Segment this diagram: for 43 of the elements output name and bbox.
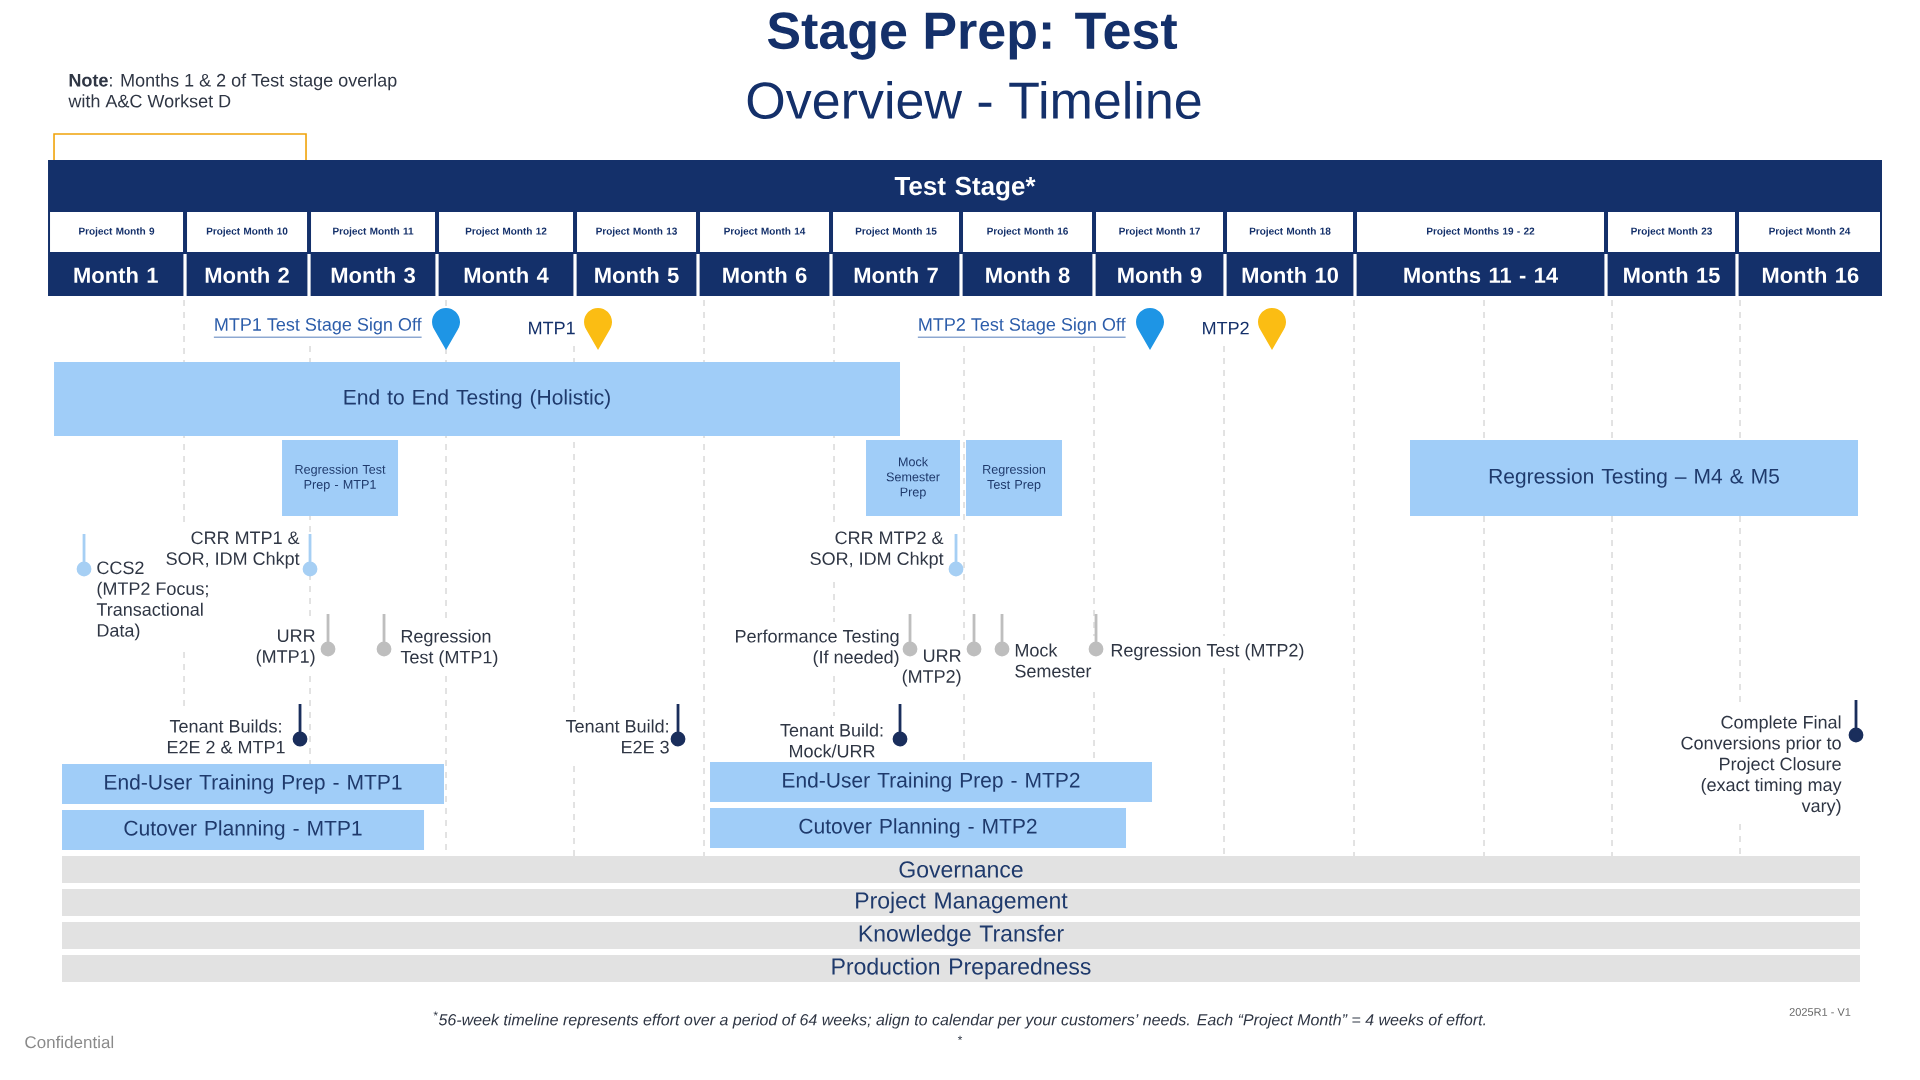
marker-label: URR (MTP2) <box>902 649 961 687</box>
subtitle: Overview - Timeline <box>747 80 1201 120</box>
task-bar: Regression Testing – M4 & M5 <box>1410 440 1858 516</box>
task-bar: End-User Training Prep - MTP1 <box>62 764 444 804</box>
title: Stage Prep: Test <box>767 12 1178 60</box>
month-cell: Month 7 <box>832 254 960 296</box>
footnote: $^{*}$56-week timeline represents effort over a period of 64 weeks; align to calendar per your customers’ needs. Each “Project Month” = 4 weeks of effort. <box>433 1011 1486 1029</box>
month-cell: Month 2 <box>186 254 308 296</box>
task-bar: Cutover Planning - MTP1 <box>62 810 424 850</box>
month-cell: Month 8 <box>962 254 1093 296</box>
month-cell: Month 9 <box>1095 254 1224 296</box>
task-bar: End to End Testing (Holistic) <box>54 362 900 436</box>
note-text: Note: Months 1 & 2 of Test stage overlap with A&C Workset D <box>68 73 397 108</box>
month-cell: Months 11 - 14 <box>1356 254 1605 296</box>
milestone-link: MTP2 Test Stage Sign Off <box>917 317 1126 338</box>
workstream-bar: Governance <box>62 856 1860 883</box>
milestone-label: MTP2 <box>1203 321 1249 335</box>
workstream-bar: Knowledge Transfer <box>62 922 1860 949</box>
month-cell: Month 5 <box>576 254 697 296</box>
marker-label: CRR MTP2 & SOR, IDM Chkpt <box>810 531 944 569</box>
milestone-label: MTP1 <box>529 321 575 335</box>
workstream-bar: Project Management <box>62 889 1860 916</box>
month-cell: Month 6 <box>699 254 830 296</box>
milestone-link: MTP1 Test Stage Sign Off <box>213 317 422 338</box>
task-bar: Cutover Planning - MTP2 <box>710 808 1126 848</box>
marker-label: Regression Test (MTP1) <box>400 629 498 668</box>
marker-label: Tenant Build: Mock/URR <box>780 723 883 758</box>
confidentiality-label: Confidential <box>25 1035 114 1049</box>
month-cell: Month 1 <box>48 254 184 296</box>
marker-label: URR (MTP1) <box>256 629 315 667</box>
task-bar: End-User Training Prep - MTP2 <box>710 762 1152 802</box>
node-label: Test Stage* <box>894 176 1036 201</box>
month-cell: Month 3 <box>310 254 436 296</box>
month-cell: Month 4 <box>438 254 574 296</box>
month-cell: Month 16 <box>1738 254 1882 296</box>
marker-label: Performance Testing (If needed) <box>736 629 899 668</box>
marker-label: Tenant Build: E2E 3 <box>565 719 669 754</box>
marker-label: Complete Final Conversions prior to Project Closure (exact timing may vary) <box>1681 715 1842 816</box>
month-cell: Month 15 <box>1607 254 1736 296</box>
marker-label: Mock Semester <box>1015 643 1092 678</box>
month-cell: Month 10 <box>1226 254 1354 296</box>
workstream-bar: Production Preparedness <box>62 955 1860 982</box>
marker-label: Regression Test (MTP2) <box>1111 643 1304 661</box>
